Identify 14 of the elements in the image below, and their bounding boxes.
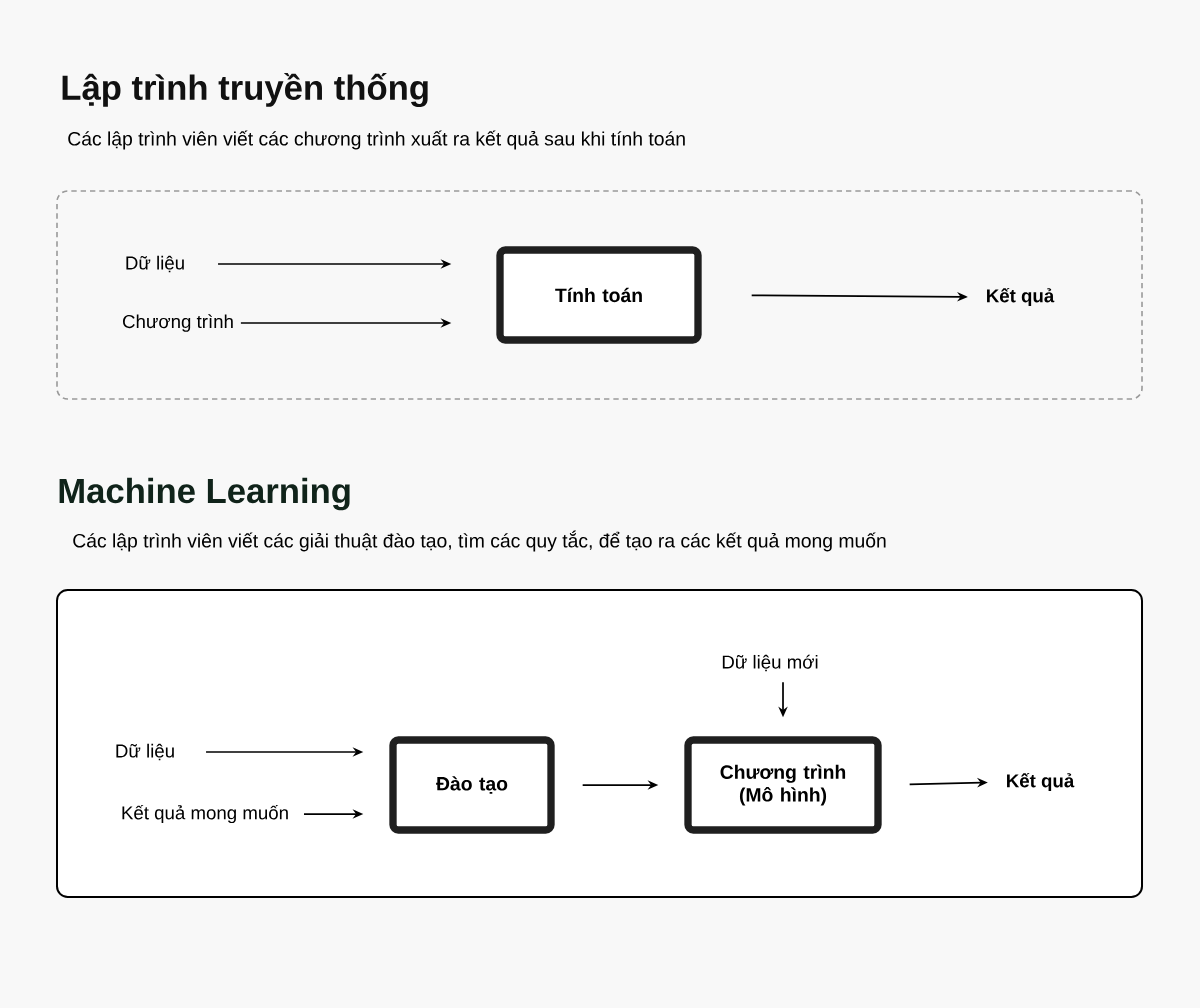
section-description: Các lập trình viên viết các giải thuật đào tạo, tìm các quy tắc, để tạo ra các kết quả mong muốn — [73, 530, 886, 552]
input-label: Dữ liệu mới — [722, 654, 818, 672]
section-heading: Lập trình truyền thống — [62, 73, 428, 107]
process-box: Tính toán — [496, 246, 702, 344]
process-box: Chương trình (Mô hình) — [684, 736, 882, 834]
input-label: Dữ liệu — [126, 255, 184, 273]
section-heading: Machine Learning — [59, 477, 350, 511]
input-label: Kết quả mong muốn — [122, 804, 288, 824]
input-label: Chương trình — [123, 314, 233, 332]
section-description: Các lập trình viên viết các chương trình xuất ra kết quả sau khi tính toán — [68, 130, 685, 150]
result-label: Kết quả — [1007, 772, 1075, 792]
process-box: Đào tạo — [389, 736, 555, 834]
result-label: Kết quả — [987, 287, 1055, 307]
input-label: Dữ liệu — [116, 743, 174, 761]
